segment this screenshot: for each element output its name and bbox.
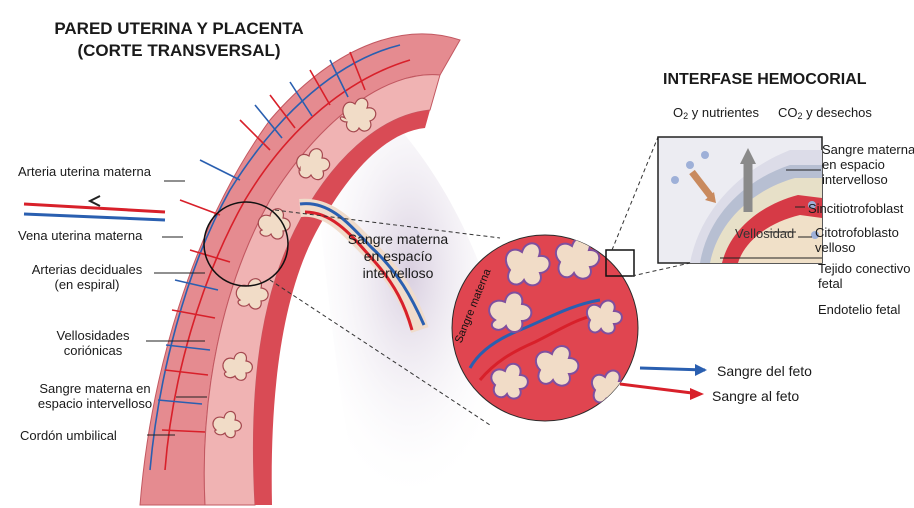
- interface-box: [658, 137, 822, 263]
- interface-title: INTERFASE HEMOCORIAL: [663, 71, 867, 89]
- label-connective-tissue: Tejido conectivo fetal: [818, 261, 911, 291]
- label-syncytiotrophoblast: Sincitiotrofoblast: [808, 201, 903, 216]
- label-fetal-endothelium: Endotelio fetal: [818, 302, 900, 317]
- uterine-artery-line: [24, 204, 165, 212]
- label-decidual-arteries: Arterias deciduales (en espiral): [20, 262, 154, 292]
- label-blood-to-fetus: Sangre al feto: [712, 388, 799, 405]
- to-fetus-arrow: [620, 384, 700, 394]
- label-maternal-blood: Sangre materna en espacio intervelloso: [14, 381, 176, 411]
- label-chorionic-villi: Vellosidades coriónicas: [40, 328, 146, 358]
- label-uterine-artery: Arteria uterina materna: [18, 164, 151, 179]
- label-umbilical-cord: Cordón umbilical: [20, 428, 117, 443]
- magnified-circle: [452, 235, 638, 421]
- label-villus: Vellosidad: [735, 226, 794, 241]
- label-cytotrophoblast: Citotrofoblasto velloso: [815, 225, 899, 255]
- label-intervillous-space: Sangre materna en espacío intervelloso: [333, 231, 463, 282]
- main-title: PARED UTERINA Y PLACENTA (CORTE TRANSVER…: [44, 18, 314, 62]
- label-blood-from-fetus: Sangre del feto: [717, 363, 812, 380]
- uterine-vein-line: [24, 214, 165, 220]
- label-uterine-vein: Vena uterina materna: [18, 228, 142, 243]
- label-o2-nutrients: O2 y nutrientes: [673, 105, 759, 120]
- label-box-maternal-blood: Sangre materna en espacio intervelloso: [822, 142, 914, 187]
- label-co2-waste: CO2 y desechos: [778, 105, 872, 120]
